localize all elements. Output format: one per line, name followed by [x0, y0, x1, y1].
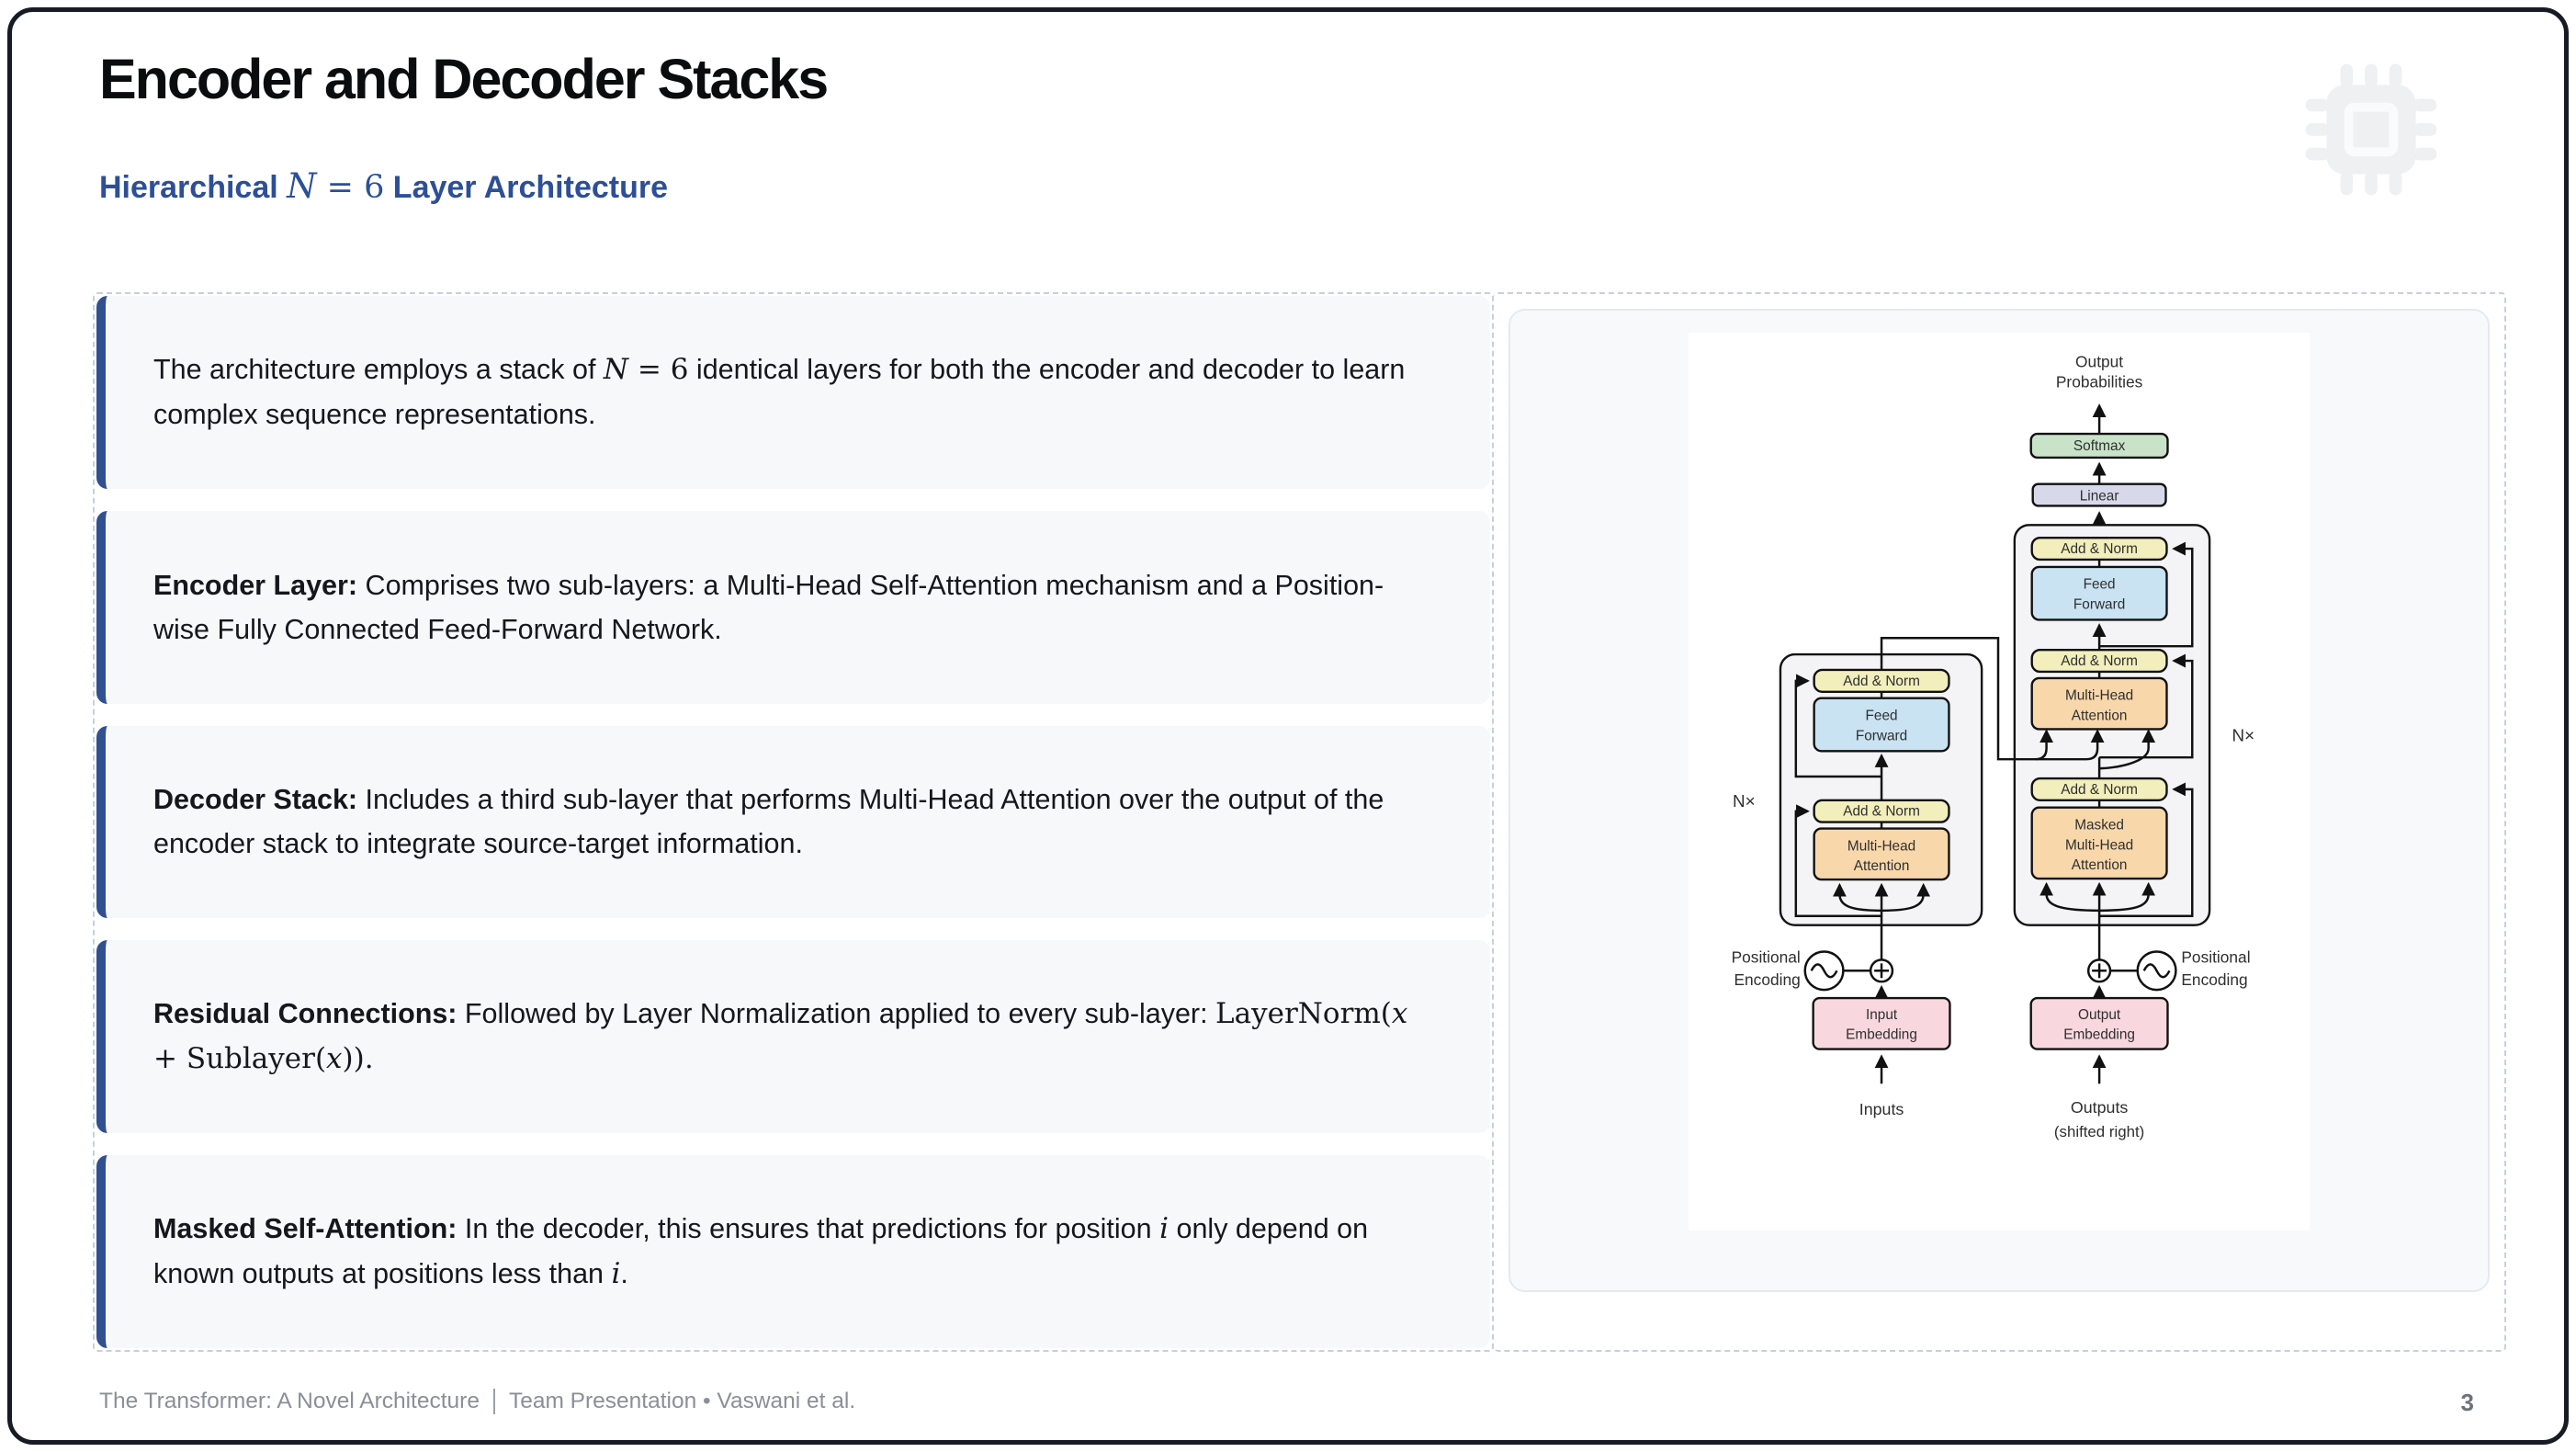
positional-encoding-label: Positional: [1732, 947, 1801, 966]
masked-multi-head-attention-label: Multi-Head: [2065, 837, 2133, 853]
softmax-label: Softmax: [2073, 438, 2126, 454]
encoder-add-norm-bottom-box: [1813, 799, 1950, 823]
multi-head-attention-label: Attention: [2072, 709, 2128, 724]
decoder-add-norm-mid-box: [2030, 648, 2168, 674]
info-block-text: Encoder Layer: Comprises two sub-layers:…: [153, 569, 1384, 645]
encoder-multi-head-attention-box: [1813, 827, 1950, 881]
output-probabilities-label: Probabilities: [2056, 373, 2143, 391]
n-times-label: N×: [2232, 725, 2255, 744]
positional-encoding-label: Encoding: [2181, 970, 2247, 989]
subtitle-math-n: N: [287, 166, 317, 206]
multi-head-attention-label: Attention: [1854, 858, 1910, 874]
inputs-label: Inputs: [1859, 1100, 1904, 1118]
input-embedding-box: [1812, 996, 1951, 1050]
outputs-label: Outputs: [2071, 1098, 2129, 1117]
info-block-decoder-stack: Decoder Stack: Includes a third sub-laye…: [96, 725, 1490, 919]
masked-multi-head-attention-label: Attention: [2072, 857, 2128, 873]
add-norm-label: Add & Norm: [1843, 674, 1920, 689]
slide-frame: Encoder and Decoder Stacks Hierarchical …: [7, 7, 2569, 1445]
output-embedding-label: Embedding: [2063, 1027, 2135, 1043]
info-block-text: Residual Connections: Followed by Layer …: [153, 997, 1408, 1076]
positional-encoding-label: Encoding: [1734, 970, 1800, 989]
figure-column: Output Probabilities Softmax Linear Add …: [1494, 292, 2506, 1352]
footer: The Transformer: A Novel Architecture Te…: [99, 1389, 855, 1414]
decoder-add-norm-top-box: [2030, 536, 2168, 562]
footer-presenters: Team Presentation • Vaswani et al.: [508, 1389, 856, 1413]
add-norm-label: Add & Norm: [2061, 782, 2138, 798]
feed-forward-label: Feed: [1866, 709, 1898, 724]
decoder-add-norm-bottom-box: [2030, 777, 2168, 802]
feed-forward-label: Forward: [2073, 597, 2125, 613]
chip-icon: [2305, 63, 2437, 196]
footer-deck-title: The Transformer: A Novel Architecture: [99, 1389, 480, 1413]
n-times-label: N×: [1733, 791, 1756, 811]
input-embedding-label: Embedding: [1846, 1027, 1917, 1043]
softmax-box: [2029, 432, 2169, 459]
info-block-text: Decoder Stack: Includes a third sub-laye…: [153, 784, 1384, 860]
info-block-encoder-layer: Encoder Layer: Comprises two sub-layers:…: [96, 510, 1490, 704]
masked-multi-head-attention-box: [2030, 806, 2168, 880]
output-embedding-label: Output: [2078, 1007, 2121, 1023]
feed-forward-label: Forward: [1856, 728, 1907, 743]
encoder-add-norm-top-box: [1813, 668, 1950, 693]
info-block-masked-self-attention: Masked Self-Attention: In the decoder, t…: [96, 1155, 1490, 1348]
feed-forward-label: Feed: [2084, 577, 2116, 593]
input-embedding-label: Input: [1866, 1007, 1898, 1023]
encoder-feed-forward-box: [1813, 697, 1950, 753]
info-block-text: The architecture employs a stack of N = …: [153, 353, 1406, 431]
add-norm-label: Add & Norm: [2061, 653, 2138, 669]
info-block-stack-overview: The architecture employs a stack of N = …: [96, 296, 1490, 489]
output-embedding-box: [2029, 996, 2169, 1050]
diagram-arrows: [1794, 403, 2194, 1084]
subtitle-text-post: Layer Architecture: [384, 170, 668, 205]
footer-divider: [492, 1389, 495, 1414]
decoder-feed-forward-box: [2030, 565, 2168, 621]
subtitle-text: Hierarchical: [99, 170, 288, 205]
page-subtitle: Hierarchical N = 6 Layer Architecture: [99, 166, 668, 206]
content-area: The architecture employs a stack of N = …: [93, 292, 2506, 1352]
decoder-multi-head-attention-box: [2030, 676, 2168, 731]
outputs-label: (shifted right): [2054, 1123, 2144, 1140]
positional-encoding-label: Positional: [2181, 947, 2250, 966]
linear-label: Linear: [2080, 488, 2119, 504]
masked-multi-head-attention-label: Masked: [2074, 818, 2124, 834]
transformer-diagram: Output Probabilities Softmax Linear Add …: [1689, 333, 2310, 1231]
figure-card: Output Probabilities Softmax Linear Add …: [1508, 309, 2490, 1292]
info-block-text: Masked Self-Attention: In the decoder, t…: [153, 1212, 1369, 1291]
subtitle-math-eq: = 6: [316, 169, 385, 206]
multi-head-attention-label: Multi-Head: [2065, 688, 2133, 704]
linear-box: [2031, 482, 2167, 507]
add-norm-label: Add & Norm: [2061, 541, 2138, 557]
positional-encoding-symbols: [1803, 950, 2177, 992]
page-title: Encoder and Decoder Stacks: [99, 48, 829, 110]
multi-head-attention-label: Multi-Head: [1847, 838, 1915, 854]
bullet-column: The architecture employs a stack of N = …: [93, 292, 1494, 1352]
info-block-residual-connections: Residual Connections: Followed by Layer …: [96, 940, 1490, 1134]
output-probabilities-label: Output: [2075, 353, 2123, 371]
add-norm-label: Add & Norm: [1843, 804, 1920, 820]
page-number: 3: [2460, 1389, 2474, 1416]
